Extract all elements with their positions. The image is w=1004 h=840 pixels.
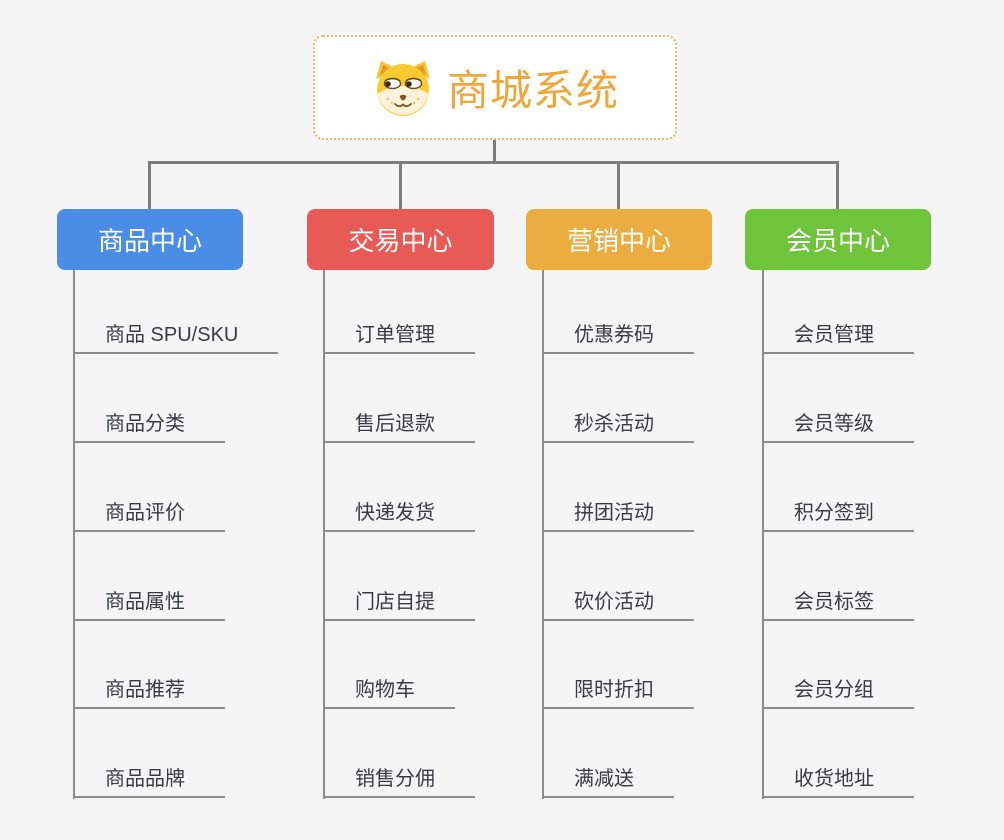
doge-icon [375, 60, 430, 116]
child-node[interactable]: 商品 SPU/SKU [75, 309, 279, 354]
child-node[interactable]: 会员分组 [764, 664, 914, 709]
branch-children-member-center: 会员管理 会员等级 积分签到 会员标签 会员分组 收货地址 [762, 270, 1004, 799]
child-node[interactable]: 优惠券码 [544, 309, 694, 354]
branch-node-member-center[interactable]: 会员中心 [745, 209, 931, 270]
branch-children-trade-center: 订单管理 售后退款 快递发货 门店自提 购物车 销售分佣 [323, 270, 585, 799]
child-node[interactable]: 商品评价 [75, 487, 225, 532]
child-node[interactable]: 商品分类 [75, 398, 225, 443]
child-node[interactable]: 会员标签 [764, 576, 914, 621]
branch-node-product-center[interactable]: 商品中心 [57, 209, 243, 270]
child-node[interactable]: 会员管理 [764, 309, 914, 354]
child-node[interactable]: 门店自提 [325, 576, 475, 621]
connector-bus [148, 161, 839, 164]
child-node[interactable]: 售后退款 [325, 398, 475, 443]
child-node[interactable]: 销售分佣 [325, 753, 475, 798]
child-node[interactable]: 商品推荐 [75, 664, 225, 709]
connector-drop-marketing-center [617, 161, 620, 210]
child-node[interactable]: 满减送 [544, 753, 674, 798]
branch-node-trade-center[interactable]: 交易中心 [307, 209, 494, 270]
child-node[interactable]: 积分签到 [764, 487, 914, 532]
branch-children-product-center: 商品 SPU/SKU 商品分类 商品评价 商品属性 商品推荐 商品品牌 [73, 270, 335, 799]
connector-drop-member-center [836, 161, 839, 210]
child-node[interactable]: 限时折扣 [544, 664, 694, 709]
child-node[interactable]: 会员等级 [764, 398, 914, 443]
root-title: 商城系统 [446, 67, 619, 114]
child-node[interactable]: 订单管理 [325, 309, 475, 354]
child-node[interactable]: 收货地址 [764, 753, 914, 798]
child-node[interactable]: 拼团活动 [544, 487, 694, 532]
child-node[interactable]: 快递发货 [325, 487, 475, 532]
child-node[interactable]: 秒杀活动 [544, 398, 694, 443]
connector-drop-product-center [148, 161, 151, 210]
child-node[interactable]: 购物车 [325, 664, 455, 709]
child-node[interactable]: 砍价活动 [544, 576, 694, 621]
child-node[interactable]: 商品品牌 [75, 753, 225, 798]
child-node[interactable]: 商品属性 [75, 576, 225, 621]
connector-drop-trade-center [399, 161, 402, 210]
branch-children-marketing-center: 优惠券码 秒杀活动 拼团活动 砍价活动 限时折扣 满减送 [542, 270, 804, 799]
connector-root-stub [493, 140, 496, 163]
root-node[interactable]: 商城系统 [313, 35, 677, 140]
branch-node-marketing-center[interactable]: 营销中心 [526, 209, 712, 270]
